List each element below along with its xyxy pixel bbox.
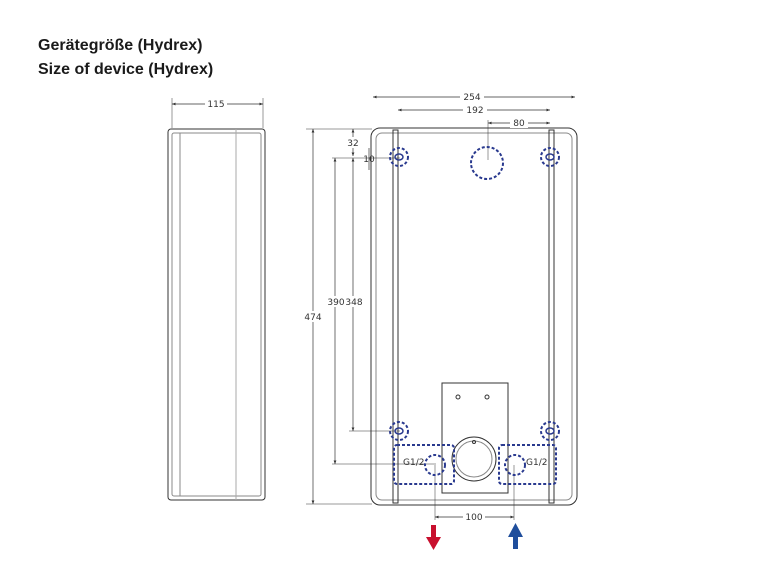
dim-10: 10 [363,155,375,165]
connection-label-left: G1/2 [403,458,424,468]
connection-label-right: G1/2 [526,458,547,468]
dim-32: 32 [347,139,358,149]
front-view [370,127,578,506]
mounting-holes [389,146,560,485]
dim-474: 474 [304,313,321,323]
side-view [167,98,266,501]
dim-254: 254 [463,93,480,103]
cold-water-inlet-arrow [508,523,523,549]
title-en: Size of device (Hydrex) [38,61,214,78]
dim-390: 390 [327,298,344,308]
title-de: Gerätegröße (Hydrex) [38,37,203,54]
dim-348: 348 [345,298,362,308]
dim-100: 100 [465,513,482,523]
dim-80: 80 [513,119,525,129]
dim-192: 192 [466,106,483,116]
hot-water-outlet-arrow [426,525,441,550]
dim-115: 115 [207,100,224,110]
